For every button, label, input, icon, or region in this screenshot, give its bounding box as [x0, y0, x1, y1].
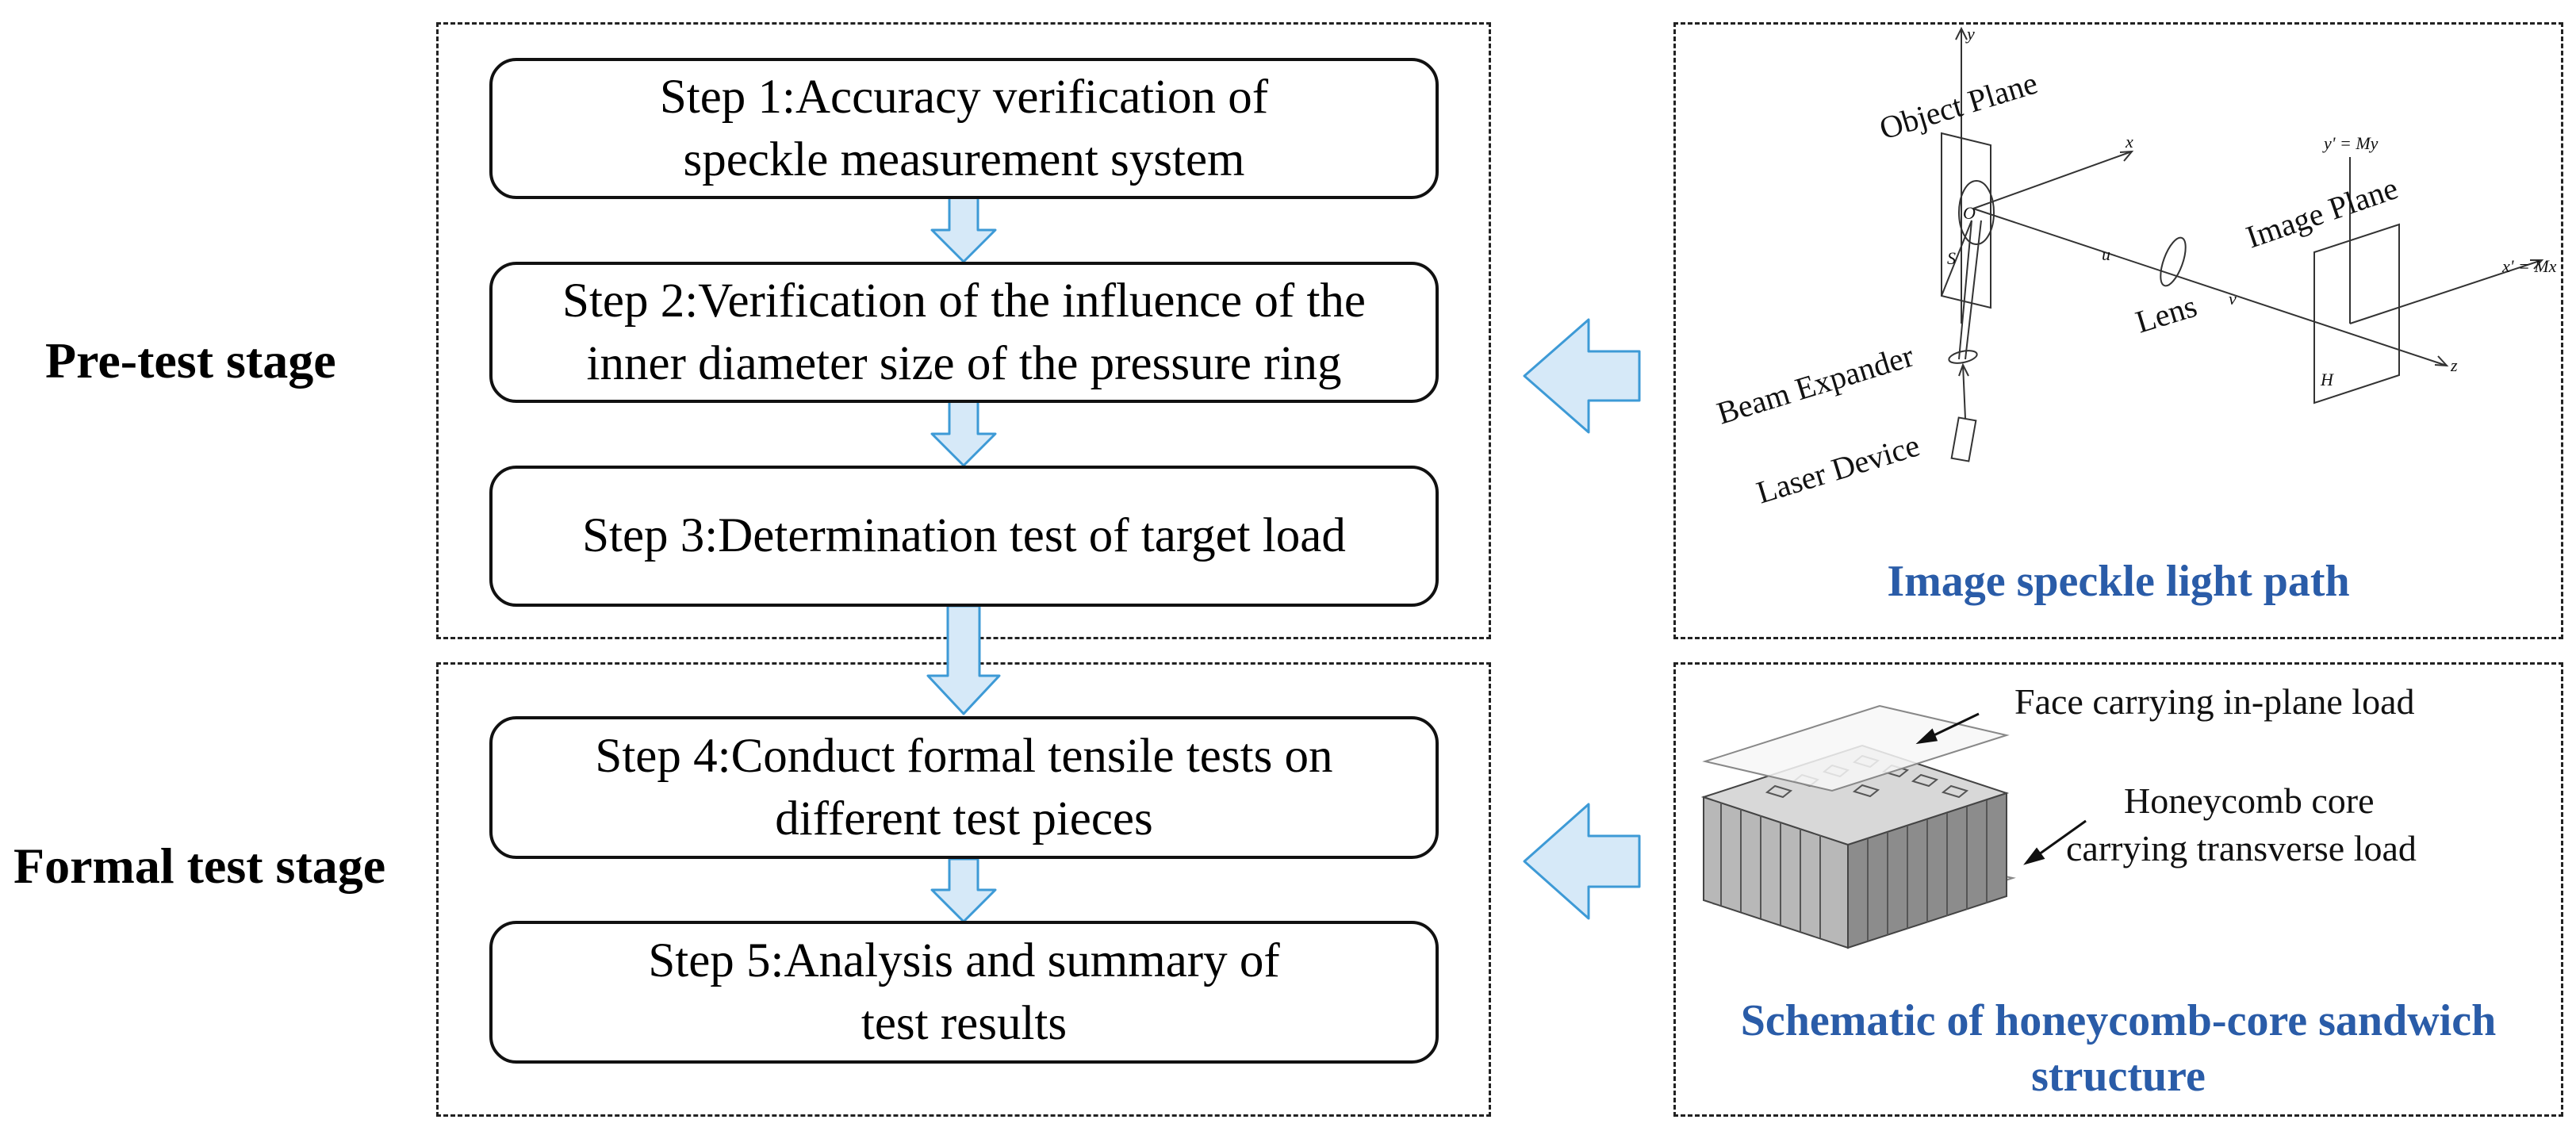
step-4-line1: Step 4:Conduct formal tensile tests on [595, 729, 1333, 783]
object-ellipse [1958, 180, 1995, 245]
down-arrow-4-5 [930, 857, 997, 923]
formal-test-stage-label: Formal test stage [13, 838, 386, 894]
x-axis-line [1972, 151, 2133, 209]
label-h: H [2320, 370, 2334, 389]
lens-shape [2160, 236, 2187, 287]
down-arrow-3-4 [926, 604, 1001, 715]
label-axis-x: x [2125, 132, 2133, 151]
down-arrow-2-3 [930, 400, 997, 467]
optical-axis-line [1972, 208, 2448, 366]
label-s: S [1947, 248, 1956, 268]
label-x-prime: x' = Mx [2501, 256, 2557, 276]
step-1-box: Step 1:Accuracy verification of speckle m… [489, 58, 1439, 199]
label-axis-z: z [2450, 355, 2458, 375]
step-2-line2: inner diameter size of the pressure ring [586, 337, 1342, 390]
core-load-label-line1: Honeycomb core [2124, 780, 2375, 821]
down-arrow-1-2 [930, 195, 997, 263]
label-laser-device: Laser Device [1752, 427, 1923, 511]
core-load-label-line2: carrying transverse load [2066, 828, 2417, 868]
step-5-line1: Step 5:Analysis and summary of [648, 934, 1280, 987]
left-arrow-honeycomb [1523, 803, 1641, 920]
label-axis-y: y [1965, 24, 1975, 44]
label-beam-expander: Beam Expander [1712, 338, 1918, 431]
label-u: u [2102, 244, 2110, 264]
honeycomb-caption-line2: structure [2031, 1052, 2206, 1101]
step-1-line1: Step 1:Accuracy verification of [659, 70, 1269, 124]
step-5-box: Step 5:Analysis and summary of test resul… [489, 921, 1439, 1064]
label-v: v [2229, 289, 2237, 309]
step-2-line1: Step 2:Verification of the influence of … [562, 274, 1366, 328]
top-face-sheet [1702, 704, 2010, 792]
beam-expander-shape [1948, 350, 1978, 364]
step-3-line1: Step 3:Determination test of target load [582, 509, 1346, 563]
left-arrow-speckle [1523, 318, 1641, 434]
honeycomb-caption: Schematic of honeycomb-core sandwich str… [1673, 993, 2563, 1104]
speckle-panel-box [1673, 22, 2563, 639]
honeycomb-diagram: Face carrying in-plane load Honeycomb co… [1700, 681, 2417, 949]
label-image-plane: Image Plane [2241, 170, 2402, 255]
speckle-caption: Image speckle light path [1887, 557, 2350, 606]
honeycomb-caption-line1: Schematic of honeycomb-core sandwich [1740, 996, 2497, 1045]
honeycomb-panel-box [1673, 662, 2563, 1117]
face-load-label: Face carrying in-plane load [2014, 681, 2415, 722]
label-origin: O [1963, 203, 1976, 223]
step-4-box: Step 4:Conduct formal tensile tests on di… [489, 716, 1439, 859]
step-2-box: Step 2:Verification of the influence of … [489, 262, 1439, 403]
object-plane-shape [1941, 132, 1991, 309]
step-4-line2: different test pieces [775, 792, 1153, 845]
pretest-stage-label: Pre-test stage [45, 332, 336, 389]
step-1-line2: speckle measurement system [683, 133, 1245, 186]
laser-device-shape [1950, 416, 1977, 462]
step-5-line2: test results [861, 997, 1068, 1050]
label-lens: Lens [2131, 288, 2201, 340]
speckle-light-path-diagram: Object Plane Image Plane Lens Beam Expan… [1712, 24, 2557, 511]
label-object-plane: Object Plane [1875, 64, 2041, 146]
step-3-box: Step 3:Determination test of target load [489, 466, 1439, 607]
label-y-prime: y' = My [2322, 133, 2379, 153]
image-plane-shape [2313, 223, 2400, 404]
